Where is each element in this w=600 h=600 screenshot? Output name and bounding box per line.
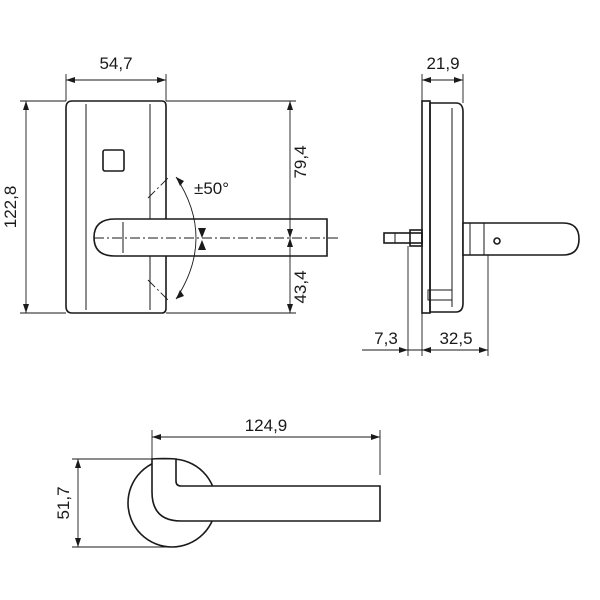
lever-depth-label: 32,5: [439, 329, 472, 348]
side-depth-label: 21,9: [426, 54, 459, 73]
front-upper-label: 79,4: [291, 145, 310, 178]
angle-arc: [175, 176, 197, 300]
spindle-label: 7,3: [374, 329, 398, 348]
set-screw: [493, 237, 501, 245]
lever-handle: [93, 218, 328, 257]
front-view: [20, 74, 340, 314]
side-plate: [429, 102, 464, 313]
spindle: [383, 232, 423, 244]
front-width-label: 54,7: [99, 54, 132, 73]
rose-diameter-label: 51,7: [54, 486, 73, 519]
angle-label: ±50°: [194, 179, 229, 198]
side-view: [362, 74, 580, 356]
top-length-label: 124,9: [245, 416, 288, 435]
side-lever: [462, 222, 580, 256]
top-lever: [151, 457, 381, 522]
top-view: [72, 430, 381, 548]
front-height-label: 122,8: [1, 186, 20, 229]
escutcheon-plate: [65, 100, 167, 314]
sensor-window: [102, 149, 125, 172]
front-lower-label: 43,4: [291, 270, 310, 303]
